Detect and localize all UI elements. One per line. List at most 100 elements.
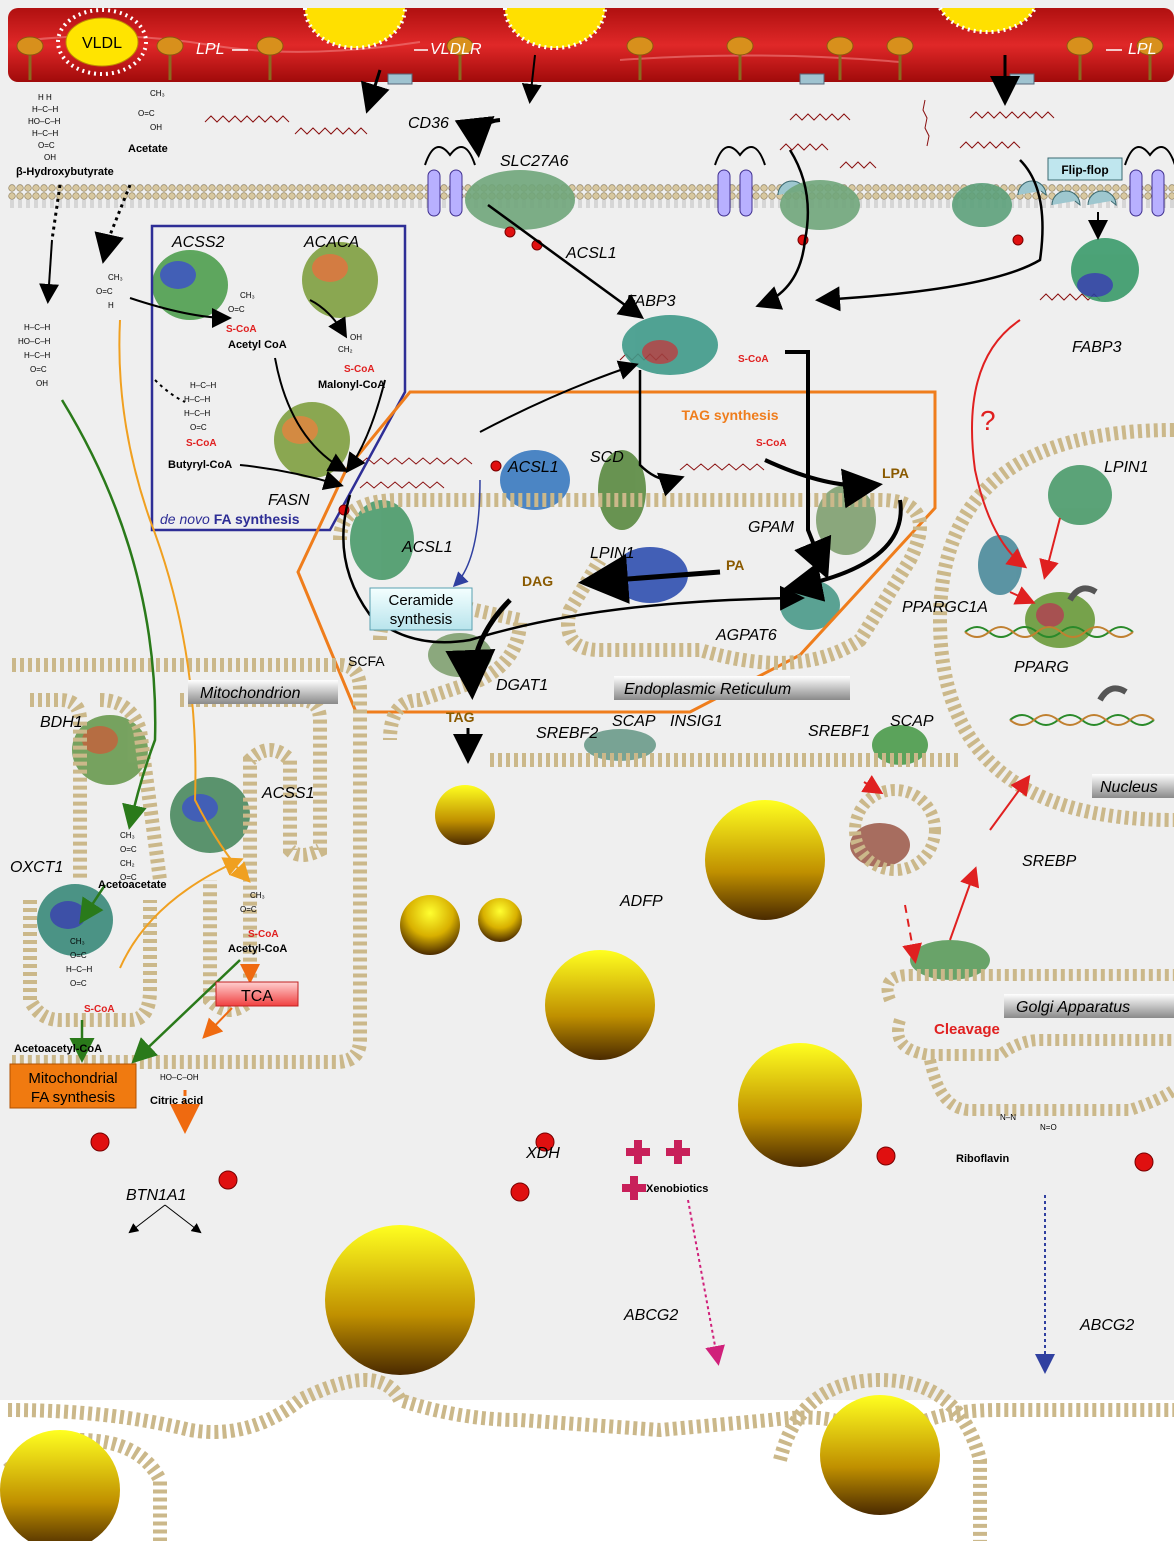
scfa-label: SCFA	[348, 653, 385, 669]
acaca-label: ACACA	[303, 234, 359, 251]
xenobiotics-label: Xenobiotics	[646, 1183, 708, 1195]
dag-label: DAG	[522, 573, 553, 589]
svg-text:H H: H H	[38, 93, 52, 102]
slc27a6-label: SLC27A6	[500, 153, 569, 170]
scd-label: SCD	[590, 449, 624, 466]
scoa-fabp3: S-CoA	[738, 354, 769, 365]
scap-1-label: SCAP	[612, 713, 656, 730]
lpl-enzyme	[1067, 37, 1093, 55]
svg-text:O=C: O=C	[228, 305, 245, 314]
svg-text:N=O: N=O	[1040, 1123, 1057, 1132]
agpat6-label: AGPAT6	[715, 627, 777, 644]
svg-text:HO–C–H: HO–C–H	[28, 117, 61, 126]
acsl1-er-label: ACSL1	[401, 539, 453, 556]
question-mark: ?	[980, 405, 996, 436]
acetate-label: Acetate	[128, 143, 168, 155]
mito-fa-label-1: Mitochondrial	[28, 1070, 117, 1087]
svg-text:O=C: O=C	[120, 845, 137, 854]
svg-text:O=C: O=C	[138, 109, 155, 118]
svg-text:OH: OH	[150, 123, 162, 132]
riboflavin-label: Riboflavin	[956, 1153, 1009, 1165]
flip-flop-label: Flip-flop	[1061, 163, 1108, 177]
dgat1-label: DGAT1	[496, 677, 548, 694]
tag-label: TAG	[446, 709, 475, 725]
ppargc1a-label: PPARGC1A	[902, 599, 988, 616]
ceramide-label-2: synthesis	[390, 611, 453, 628]
svg-text:O=C: O=C	[96, 287, 113, 296]
tag-synthesis-label: TAG synthesis	[682, 407, 779, 423]
svg-text:CH₃: CH₃	[120, 831, 135, 840]
svg-text:O=C: O=C	[240, 905, 257, 914]
de-novo-label: de novo FA synthesis	[160, 511, 300, 527]
adfp-label: ADFP	[619, 893, 663, 910]
svg-text:N–N: N–N	[1000, 1113, 1016, 1122]
lpin1-label: LPIN1	[590, 545, 634, 562]
acss2-label: ACSS2	[171, 234, 225, 251]
svg-text:CH₃: CH₃	[240, 291, 255, 300]
er-label: Endoplasmic Reticulum	[624, 681, 791, 698]
acetyl-coa-label: Acetyl CoA	[228, 339, 287, 351]
golgi-label: Golgi Apparatus	[1016, 999, 1130, 1016]
lpl-enzyme	[257, 37, 283, 55]
cleavage-label: Cleavage	[934, 1021, 1000, 1038]
svg-text:HO–C–H: HO–C–H	[18, 337, 51, 346]
scoa-acetyl: S-CoA	[226, 324, 257, 335]
svg-text:OH: OH	[44, 153, 56, 162]
fabp3-center-label: FABP3	[626, 293, 676, 310]
lpl-enzyme	[887, 37, 913, 55]
scoa-tag: S-CoA	[756, 438, 787, 449]
svg-text:O=C: O=C	[38, 141, 55, 150]
lpl-enzyme	[157, 37, 183, 55]
svg-text:H–C–H: H–C–H	[32, 105, 58, 114]
nucleus-label: Nucleus	[1100, 779, 1158, 796]
svg-text:H–C–H: H–C–H	[24, 323, 50, 332]
svg-text:OH: OH	[36, 379, 48, 388]
svg-text:CH₃: CH₃	[150, 89, 165, 98]
acsl1-top-label: ACSL1	[565, 245, 617, 262]
mito-fa-label-2: FA synthesis	[31, 1089, 115, 1106]
svg-text:O=C: O=C	[30, 365, 47, 374]
cd36-label: CD36	[408, 115, 449, 132]
vldlr-label: VLDLR	[430, 41, 482, 58]
svg-text:CH₃: CH₃	[70, 937, 85, 946]
scoa-malonyl: S-CoA	[344, 364, 375, 375]
lpl-right-label: LPL	[1128, 41, 1156, 58]
acetoacetyl-coa-label: Acetoacetyl-CoA	[14, 1043, 102, 1055]
svg-text:H–C–H: H–C–H	[66, 965, 92, 974]
svg-text:O=C: O=C	[70, 979, 87, 988]
scap-2-label: SCAP	[890, 713, 934, 730]
svg-text:H–C–H: H–C–H	[190, 381, 216, 390]
gpam-label: GPAM	[748, 519, 795, 536]
lpl-enzyme	[727, 37, 753, 55]
lpl-left-label: LPL	[196, 41, 224, 58]
lpin1-nucleus-label: LPIN1	[1104, 459, 1148, 476]
svg-text:CH₃: CH₃	[250, 891, 265, 900]
acss1-label: ACSS1	[261, 785, 314, 802]
lpl-enzyme	[627, 37, 653, 55]
xdh-label: XDH	[525, 1145, 560, 1162]
svg-text:H–C–H: H–C–H	[184, 409, 210, 418]
pparg-label: PPARG	[1014, 659, 1069, 676]
abcg2-left-label: ABCG2	[623, 1307, 678, 1324]
svg-text:H–C–H: H–C–H	[24, 351, 50, 360]
srebp-label: SREBP	[1022, 853, 1077, 870]
svg-text:H–C–H: H–C–H	[32, 129, 58, 138]
scoa-acetoacetyl: S-CoA	[84, 1004, 115, 1015]
svg-text:CH₂: CH₂	[338, 345, 353, 354]
vldl-label: VLDL	[82, 35, 122, 52]
svg-text:O=C: O=C	[190, 423, 207, 432]
fabp3-right-label: FABP3	[1072, 339, 1122, 356]
svg-text:H: H	[108, 301, 114, 310]
svg-text:O=C: O=C	[120, 873, 137, 882]
svg-text:CH₂: CH₂	[120, 859, 135, 868]
scoa-butyryl: S-CoA	[186, 438, 217, 449]
oxct1-label: OXCT1	[10, 859, 63, 876]
abcg2-right-label: ABCG2	[1079, 1317, 1134, 1334]
srebf1-label: SREBF1	[808, 723, 870, 740]
bhb-label: β-Hydroxybutyrate	[16, 166, 114, 178]
acsl1-mid-label: ACSL1	[507, 459, 559, 476]
butyryl-coa-label: Butyryl-CoA	[168, 459, 232, 471]
